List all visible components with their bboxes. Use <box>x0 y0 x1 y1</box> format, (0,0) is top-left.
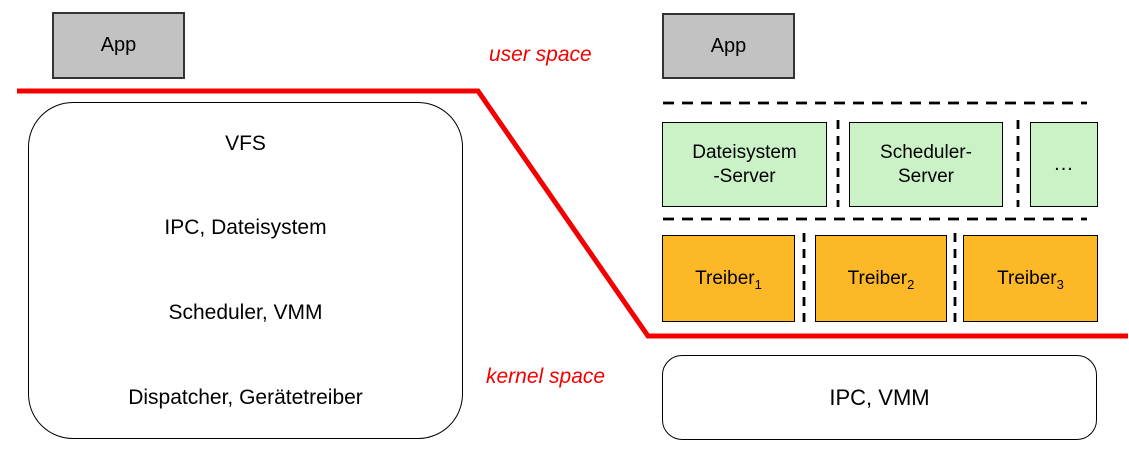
mono-layer-vfs: VFS <box>225 131 266 155</box>
treiber-2-base: Treiber <box>847 267 908 289</box>
mono-layer-scheduler-vmm: Scheduler, VMM <box>168 301 323 324</box>
treiber-1-label: Treiber1 <box>695 267 762 292</box>
treiber-3-box: Treiber3 <box>963 235 1098 322</box>
treiber-2-box: Treiber2 <box>815 235 947 322</box>
treiber-2-label: Treiber2 <box>847 267 915 292</box>
dateisystem-server-label: Dateisystem -Server <box>692 141 797 189</box>
microkernel-app-label: App <box>710 34 747 57</box>
monolithic-app-label: App <box>100 34 137 56</box>
treiber-1-subscript: 1 <box>754 276 762 292</box>
user-space-label: user space <box>489 43 592 66</box>
dateisystem-server-line1: Dateisystem <box>692 141 797 163</box>
more-servers-box: ... <box>1030 122 1098 207</box>
scheduler-server-box: Scheduler- Server <box>849 122 1003 207</box>
treiber-1-base: Treiber <box>695 267 755 289</box>
treiber-1-box: Treiber1 <box>662 235 795 322</box>
scheduler-server-line1: Scheduler- <box>880 141 972 163</box>
mono-layer-ipc-dateisystem: IPC, Dateisystem <box>164 215 327 239</box>
treiber-3-subscript: 3 <box>1056 276 1064 292</box>
scheduler-server-line2: Server <box>898 165 954 187</box>
treiber-2-subscript: 2 <box>907 276 915 292</box>
dateisystem-server-line2: -Server <box>713 165 776 187</box>
kernel-space-label: kernel space <box>486 365 606 388</box>
microkernel-app-box: App <box>662 13 795 79</box>
monolithic-kernel-box <box>28 102 463 439</box>
mono-layer-dispatcher-geraetetreiber: Dispatcher, Gerätetreiber <box>128 385 363 409</box>
treiber-3-base: Treiber <box>997 267 1057 289</box>
treiber-3-label: Treiber3 <box>997 267 1064 292</box>
more-servers-label: ... <box>1054 153 1074 175</box>
microkernel-kernel-box: IPC, VMM <box>662 355 1097 440</box>
monolithic-app-box: App <box>52 12 185 79</box>
dateisystem-server-box: Dateisystem -Server <box>662 122 827 207</box>
microkernel-kernel-label: IPC, VMM <box>829 384 930 410</box>
scheduler-server-label: Scheduler- Server <box>880 141 972 189</box>
